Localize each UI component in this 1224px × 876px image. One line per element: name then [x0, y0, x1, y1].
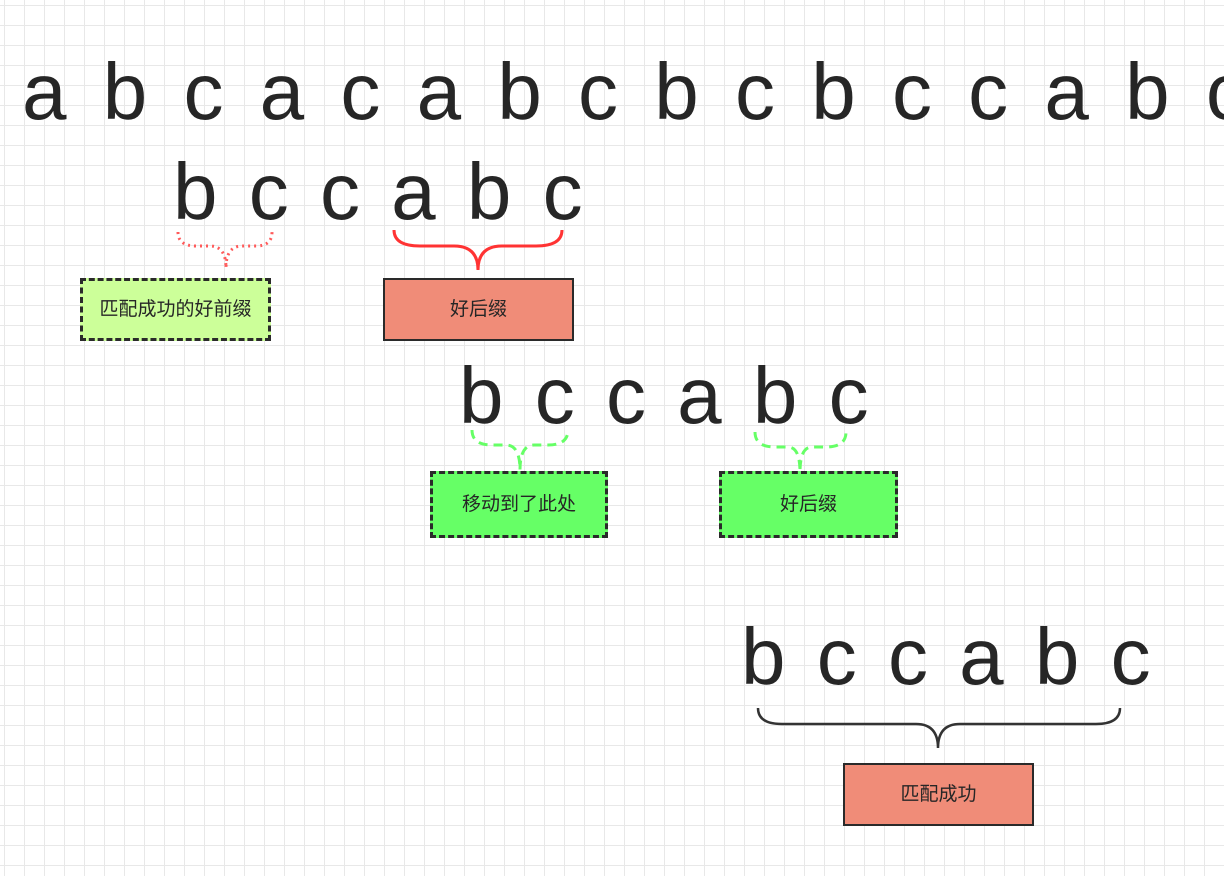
good-suffix-label-1: 好后缀 — [383, 278, 574, 341]
good-prefix-brace — [176, 231, 274, 269]
good-suffix-brace-1 — [392, 229, 564, 271]
moved-here-label: 移动到了此处 — [430, 471, 608, 538]
text-string: a b c a c a b c b c b c c a b c — [22, 47, 1224, 136]
pattern-row-3: b c c a b c — [741, 612, 1151, 701]
match-success-label: 匹配成功 — [843, 763, 1034, 826]
moved-here-brace — [470, 429, 570, 471]
pattern-row-2: b c c a b c — [459, 351, 869, 440]
pattern-row-1: b c c a b c — [173, 147, 583, 236]
good-prefix-label: 匹配成功的好前缀 — [80, 278, 271, 341]
good-suffix-brace-2 — [753, 431, 848, 473]
good-suffix-label-2: 好后缀 — [719, 471, 898, 538]
match-success-brace — [756, 707, 1122, 749]
